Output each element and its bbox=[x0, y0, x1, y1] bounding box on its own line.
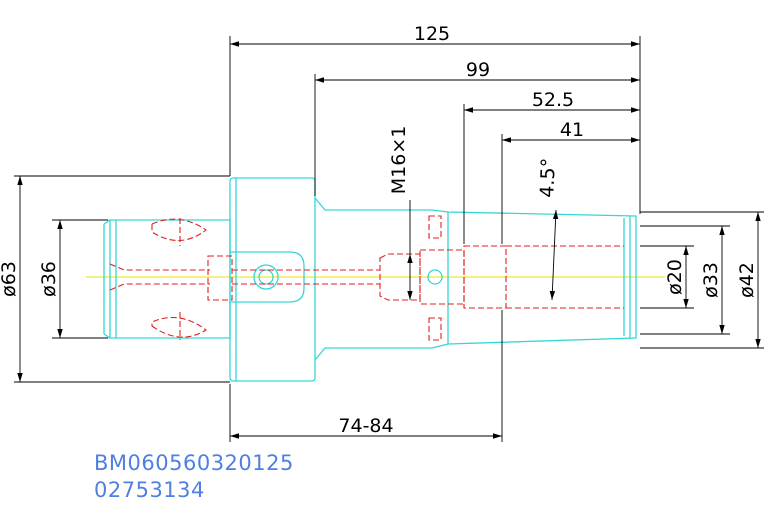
dim-74-84-label: 74-84 bbox=[338, 415, 393, 437]
dim-99-label: 99 bbox=[466, 59, 490, 81]
dim-20-label: ø20 bbox=[664, 259, 686, 295]
dim-125-label: 125 bbox=[414, 23, 450, 45]
part-number: BM060560320125 bbox=[94, 451, 294, 475]
dim-42-label: ø42 bbox=[736, 262, 758, 298]
part-code: 02753134 bbox=[94, 478, 205, 502]
hidden-lines bbox=[109, 215, 624, 341]
extension-lines bbox=[14, 36, 764, 442]
thread-label: M16×1 bbox=[388, 126, 410, 195]
dim-36-label: ø36 bbox=[38, 261, 60, 297]
dim-angle-line bbox=[549, 209, 559, 301]
dim-33-label: ø33 bbox=[700, 262, 722, 298]
dimension-lines bbox=[17, 41, 761, 439]
angle-label: 4.5° bbox=[536, 158, 559, 198]
dim-63-label: ø63 bbox=[0, 261, 20, 297]
dim-52-5-label: 52.5 bbox=[532, 89, 574, 111]
holder-outline bbox=[103, 177, 637, 382]
dim-41-label: 41 bbox=[560, 119, 584, 141]
